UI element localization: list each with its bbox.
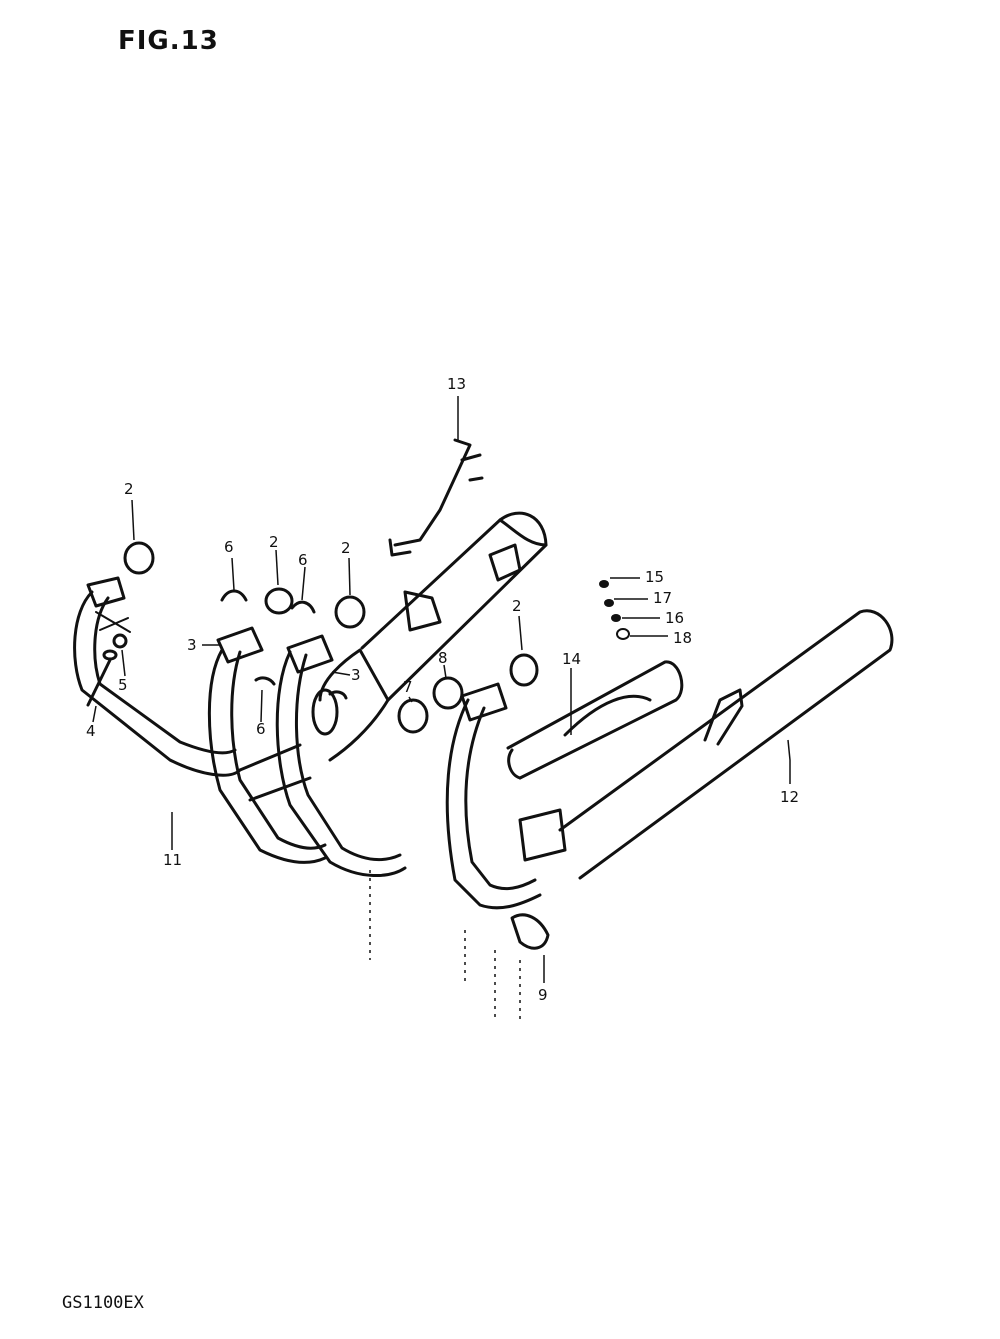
leader-lines — [92, 396, 791, 983]
callout-2: 2 — [269, 533, 279, 551]
callout-17: 17 — [653, 589, 672, 607]
callout-18: 18 — [673, 629, 692, 647]
right-exhaust-pipe — [445, 682, 542, 910]
callout-4: 4 — [86, 722, 96, 740]
callout-12: 12 — [780, 788, 799, 806]
callout-16: 16 — [665, 609, 684, 627]
callout-8: 8 — [438, 649, 448, 667]
part-3-clamps — [216, 626, 334, 674]
callout-3: 3 — [351, 666, 361, 684]
callout-6: 6 — [298, 551, 308, 569]
part-14-muffler — [506, 660, 684, 780]
callout-2: 2 — [512, 597, 522, 615]
callout-13: 13 — [447, 375, 466, 393]
callout-5: 5 — [118, 676, 128, 694]
left-muffler — [311, 511, 548, 762]
figure-title: FIG.13 — [118, 26, 219, 56]
small-hardware — [599, 580, 630, 640]
callout-9: 9 — [538, 986, 548, 1004]
part-2-gaskets — [123, 541, 539, 687]
model-label: GS1100EX — [62, 1293, 144, 1313]
callout-3: 3 — [187, 636, 197, 654]
part-4-bolt — [86, 649, 118, 707]
part-8-gasket — [432, 676, 464, 710]
callout-15: 15 — [645, 568, 664, 586]
callout-6: 6 — [224, 538, 234, 556]
callout-11: 11 — [163, 851, 182, 869]
inner-exhaust-pipes — [207, 648, 407, 877]
callout-14: 14 — [562, 650, 581, 668]
callout-6: 6 — [256, 720, 266, 738]
part-9-clamp — [510, 913, 550, 950]
part-11-left-exhaust-pipe — [73, 576, 242, 777]
part-13-bracket — [388, 438, 484, 557]
callout-2: 2 — [124, 480, 134, 498]
callout-2: 2 — [341, 539, 351, 557]
callout-numbers: 2 6 2 6 2 13 3 3 5 4 6 7 8 2 14 15 17 16… — [86, 375, 799, 1004]
callout-7: 7 — [403, 678, 413, 696]
guide-lines — [369, 870, 521, 1020]
part-12-muffler — [518, 609, 894, 880]
part-7-sleeve — [397, 698, 429, 734]
part-5-washer — [112, 633, 128, 649]
